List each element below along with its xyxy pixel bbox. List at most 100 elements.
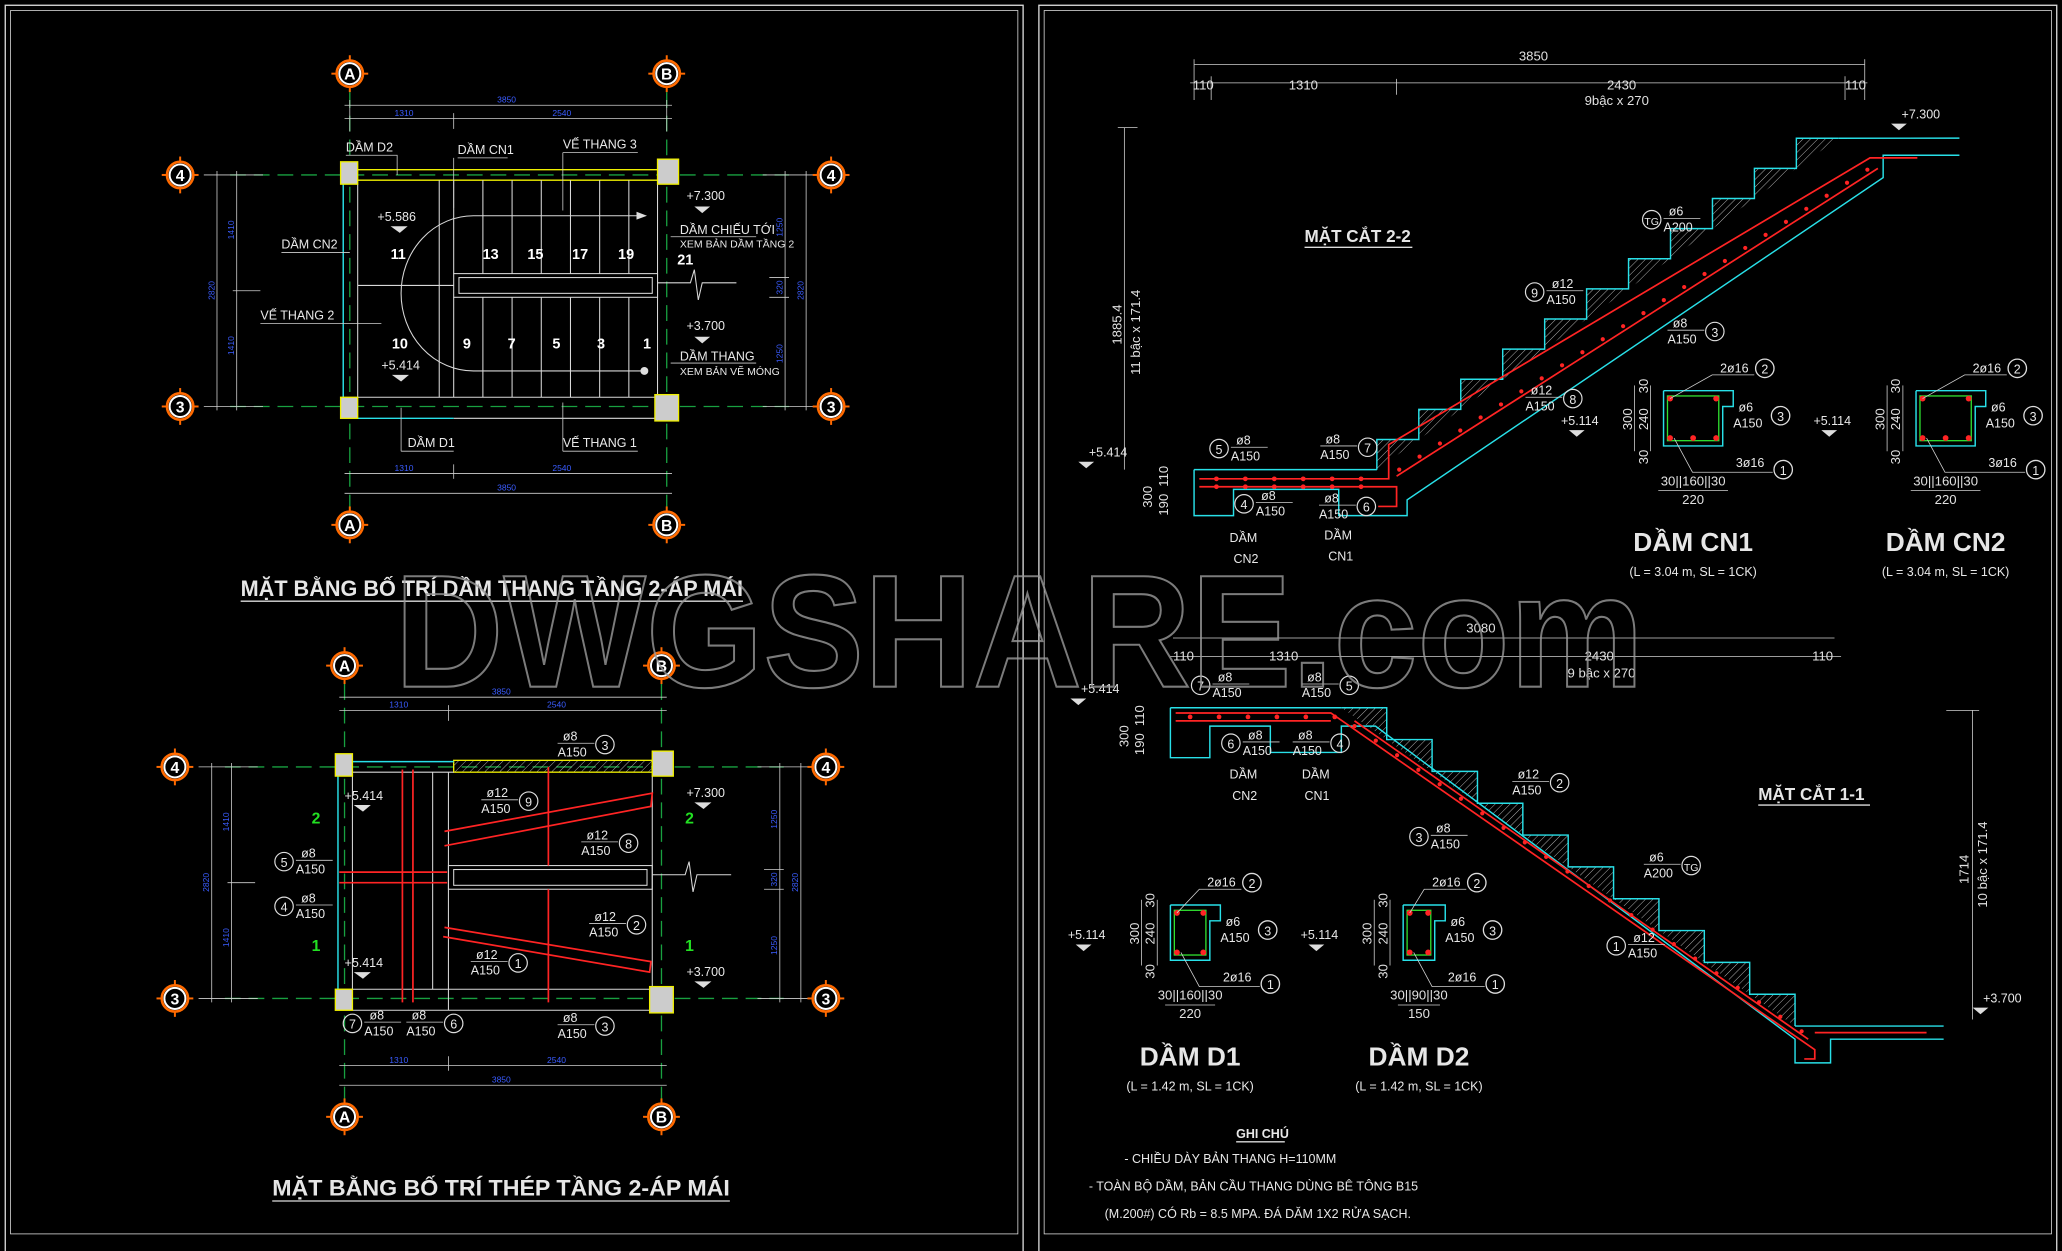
rebar-number-circle	[618, 833, 639, 854]
dim-width: 220	[1179, 1006, 1201, 1021]
grid-label: 4	[827, 168, 836, 185]
dim-total-y-right: 2820	[790, 873, 800, 892]
rebar-number: 3	[2030, 410, 2037, 424]
dim-d: 110	[1845, 77, 1866, 92]
rebar-dot	[1714, 971, 1719, 976]
grid-label: 3	[171, 991, 180, 1008]
rebar-dot	[1600, 337, 1605, 342]
level-marker	[1568, 430, 1585, 437]
rebar-diameter: ø12	[476, 948, 498, 962]
step-number: 11	[391, 247, 406, 263]
dim-width-parts: 30||160||30	[1158, 988, 1223, 1003]
dim-a: 110	[1193, 77, 1214, 92]
rebar-spacing: A200	[1644, 866, 1673, 880]
rebar-spacing: A150	[296, 862, 325, 876]
dim-height-steps: 11 bậc x 171.4	[1128, 290, 1143, 375]
grid-label: 3	[176, 399, 185, 416]
step-hatch	[1586, 288, 1629, 319]
dim-cover-bottom: 30	[1375, 964, 1390, 979]
rebar-dot	[1498, 402, 1504, 407]
rebar-diameter: ø8	[301, 891, 316, 905]
rebar-spacing: A150	[1293, 744, 1322, 758]
label-xem-ban-dam: XEM BẢN DẦM TẦNG 2	[680, 237, 794, 250]
slab-soffit	[1193, 154, 1960, 517]
step-number: 13	[483, 247, 499, 263]
step-hatch	[1628, 258, 1671, 289]
rebar-dot	[1629, 912, 1634, 918]
rebar-number: 3	[1264, 924, 1271, 938]
stirrup-label: ø6	[1226, 915, 1241, 929]
dim-width: 150	[1408, 1006, 1430, 1021]
rebar-number: 6	[1227, 737, 1234, 751]
grid-bubble-circle	[333, 1105, 357, 1129]
rebar-spacing: A150	[1319, 507, 1348, 521]
rebar-dot	[1544, 854, 1549, 860]
rebar-number-circle	[508, 953, 528, 973]
dim-x2-bottom: 2540	[547, 1055, 566, 1065]
dim-slab: 300	[1140, 486, 1155, 508]
rebar-number-circle	[1409, 826, 1429, 847]
rebar-dot	[1397, 467, 1402, 472]
bottom-bars-label: 2ø16	[1448, 970, 1477, 984]
dim-y2-left: 1410	[226, 336, 236, 355]
dim-x1-bottom: 1310	[395, 463, 414, 473]
dim-r2-right: 320	[774, 280, 784, 294]
beam-outline	[1662, 389, 1734, 447]
rebar-diameter: ø8	[1261, 489, 1276, 503]
step-hatch	[1670, 228, 1713, 259]
stirrup	[1173, 909, 1207, 956]
rebar-diameter: ø8	[301, 847, 316, 861]
dim-y1-left: 1410	[226, 220, 236, 239]
beam-label: CN2	[1234, 552, 1259, 566]
dim-height-steps: 10 bậc x 171.4	[1975, 821, 1990, 907]
step-hatch	[1502, 349, 1545, 380]
rebar-number: 3	[1415, 831, 1422, 845]
rebar-number-circle	[2023, 405, 2043, 426]
rebar-diameter: ø8	[1218, 670, 1233, 684]
rebar-number: 2	[1248, 877, 1255, 891]
rebar-dot	[1216, 714, 1222, 720]
grid-bubble-circle	[655, 62, 679, 86]
rebar-dot	[1671, 942, 1676, 947]
rebar-diameter: ø6	[1649, 851, 1664, 865]
rebar-number: 7	[349, 1018, 356, 1032]
rebar-number-circle	[1482, 920, 1503, 940]
rebar-spacing: A150	[1243, 744, 1272, 758]
dim-cover-top: 30	[1636, 379, 1651, 394]
beam-name: DẦM D2	[1369, 1042, 1470, 1072]
step-number: 21	[677, 252, 693, 268]
section-1-1: 3080 110 1310 2430 110 9 bậc x 270 1714 …	[1070, 621, 2022, 1064]
dim-x2-bottom: 2540	[552, 463, 571, 473]
dim-y2-left: 1410	[221, 928, 231, 947]
rebar-number-circle	[1641, 209, 1662, 230]
rebar-dot	[1804, 206, 1809, 211]
rebar-number: 4	[1241, 498, 1248, 512]
rebar-number: 3	[601, 1020, 608, 1034]
stirrup-label: ø6	[1451, 915, 1466, 929]
rebar-slope	[1396, 167, 1879, 477]
rebar-number-circle	[595, 1016, 615, 1036]
notes: GHI CHÚ - CHIỀU DÀY BẢN THANG H=110MM - …	[1089, 1126, 1418, 1221]
grid-bubble-circle	[819, 394, 843, 418]
top-bar	[1713, 395, 1720, 402]
top-bars-label: 2ø16	[1207, 876, 1236, 890]
rebar-spacing: A150	[1302, 686, 1331, 700]
label-ve-thang-2: VẾ THANG 2	[260, 308, 334, 323]
rebar-number: 9	[525, 795, 532, 809]
grid-bubble-circle	[649, 654, 673, 678]
top-bar	[1425, 910, 1432, 916]
rebar-number-circle	[1770, 405, 1791, 426]
rebar-dot	[1303, 714, 1309, 720]
rebar-number: 1	[2032, 464, 2039, 478]
grid-label: B	[656, 1110, 667, 1127]
level-marker	[1821, 430, 1838, 437]
plan-beam-layout: 3850 1310 2540 1310 2540 3850 2820 1410 …	[161, 55, 850, 602]
grid-label: B	[656, 659, 667, 676]
section-2-2-title: MẶT CẮT 2-2	[1305, 227, 1411, 246]
rebar-diameter: ø6	[1669, 205, 1684, 219]
grid-bubble-3: 3	[161, 388, 199, 425]
